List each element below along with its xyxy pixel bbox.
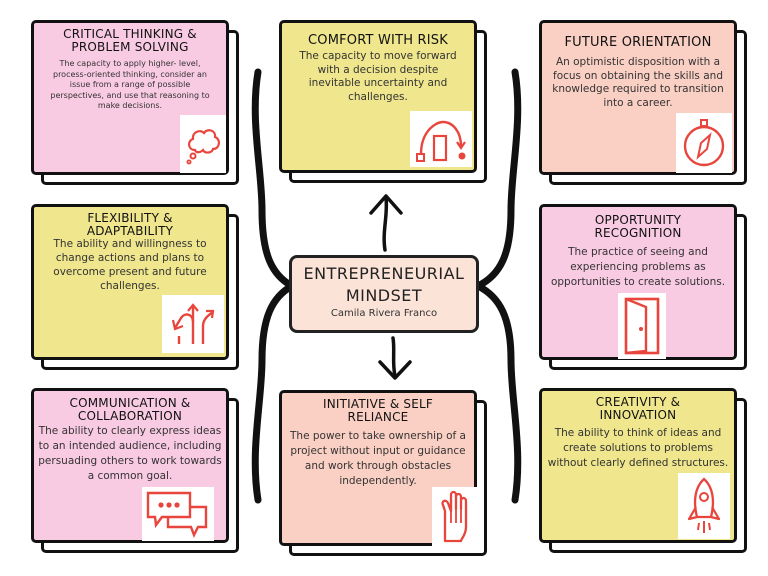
card-description: The ability and willingness to change ac…: [53, 238, 207, 292]
card-description: An optimistic disposition with a focus o…: [552, 56, 724, 109]
card-description: The practice of seeing and experiencing …: [550, 246, 726, 288]
card-title: INITIATIVE & SELF RELIANCE: [322, 397, 434, 424]
leap-arc-icon: [410, 111, 472, 167]
card-creativity: CREATIVITY & INNOVATION The ability to t…: [539, 388, 747, 553]
card-title: CRITICAL THINKING & PROBLEM SOLVING: [63, 27, 197, 54]
open-door-icon: [618, 293, 666, 359]
card-flexibility: FLEXIBILITY & ADAPTABILITY The ability a…: [31, 204, 239, 370]
card-description: The power to take ownership of a project…: [290, 430, 466, 487]
card-description: The capacity to move forward with a deci…: [299, 50, 457, 103]
card-comfort-with-risk: COMFORT WITH RISK The capacity to move f…: [279, 20, 487, 183]
card-title: CREATIVITY & INNOVATION: [595, 395, 681, 422]
card-description: The ability to clearly express ideas to …: [38, 425, 222, 482]
card-title: FUTURE ORIENTATION: [564, 35, 712, 50]
compass-icon: [676, 113, 732, 173]
card-title: COMMUNICATION & COLLABORATION: [69, 396, 191, 423]
chat-bubbles-icon: [142, 487, 214, 541]
card-description: The capacity to apply higher- level, pro…: [50, 59, 210, 110]
center-title-box: ENTREPRENEURIAL MINDSET Camila Rivera Fr…: [289, 255, 479, 333]
thought-cloud-icon: [180, 115, 226, 173]
down-arrow: [378, 336, 412, 380]
card-description: The ability to think of ideas and create…: [547, 427, 729, 469]
center-title: ENTREPRENEURIAL MINDSET: [303, 264, 465, 305]
card-opportunity-recognition: OPPORTUNITY RECOGNITION The practice of …: [539, 204, 747, 370]
card-future-orientation: FUTURE ORIENTATION An optimistic disposi…: [539, 20, 747, 185]
author-name: Camila Rivera Franco: [330, 308, 438, 319]
up-arrow: [369, 194, 403, 252]
rocket-icon: [678, 473, 730, 539]
raised-hand-icon: [432, 487, 478, 547]
card-communication: COMMUNICATION & COLLABORATION The abilit…: [31, 388, 239, 553]
card-title: FLEXIBILITY & ADAPTABILITY: [86, 211, 174, 238]
card-initiative: INITIATIVE & SELF RELIANCE The power to …: [279, 390, 487, 556]
card-critical-thinking: CRITICAL THINKING & PROBLEM SOLVING The …: [31, 20, 239, 185]
card-title: COMFORT WITH RISK: [308, 33, 448, 48]
card-title: OPPORTUNITY RECOGNITION: [594, 213, 682, 240]
branching-arrows-icon: [162, 295, 224, 353]
